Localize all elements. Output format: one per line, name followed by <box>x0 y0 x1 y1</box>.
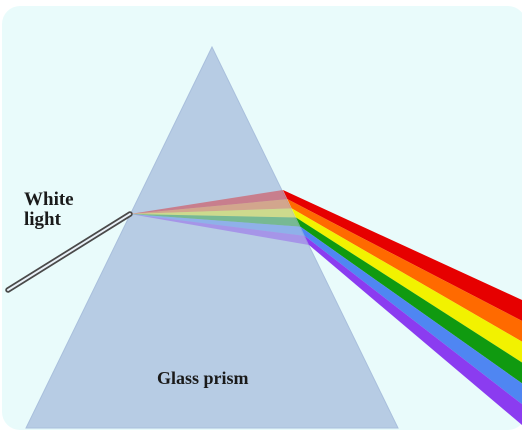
spectrum-band-yellow <box>291 208 522 363</box>
white-light-label-line1: White <box>24 189 74 210</box>
internal-band-red <box>130 190 288 214</box>
internal-band-violet <box>130 214 309 245</box>
internal-band-blue <box>130 214 305 236</box>
glass-prism-label: Glass prism <box>157 368 249 388</box>
internal-band-green <box>130 214 301 227</box>
white-light-ray <box>5 211 133 293</box>
white-light-label-line2: light <box>24 208 61 230</box>
spectrum-band-violet <box>304 235 522 425</box>
internal-band-orange <box>130 199 292 214</box>
spectrum-band-orange <box>287 199 522 342</box>
spectrum-band-green <box>296 217 522 384</box>
spectrum-band-red <box>283 190 522 321</box>
emerging-spectrum <box>283 190 522 425</box>
spectrum-band-blue <box>300 226 522 405</box>
internal-spectrum-fan <box>130 190 309 245</box>
internal-band-yellow <box>130 208 296 218</box>
glass-prism <box>25 45 399 429</box>
white-light-label: White light <box>24 190 74 230</box>
